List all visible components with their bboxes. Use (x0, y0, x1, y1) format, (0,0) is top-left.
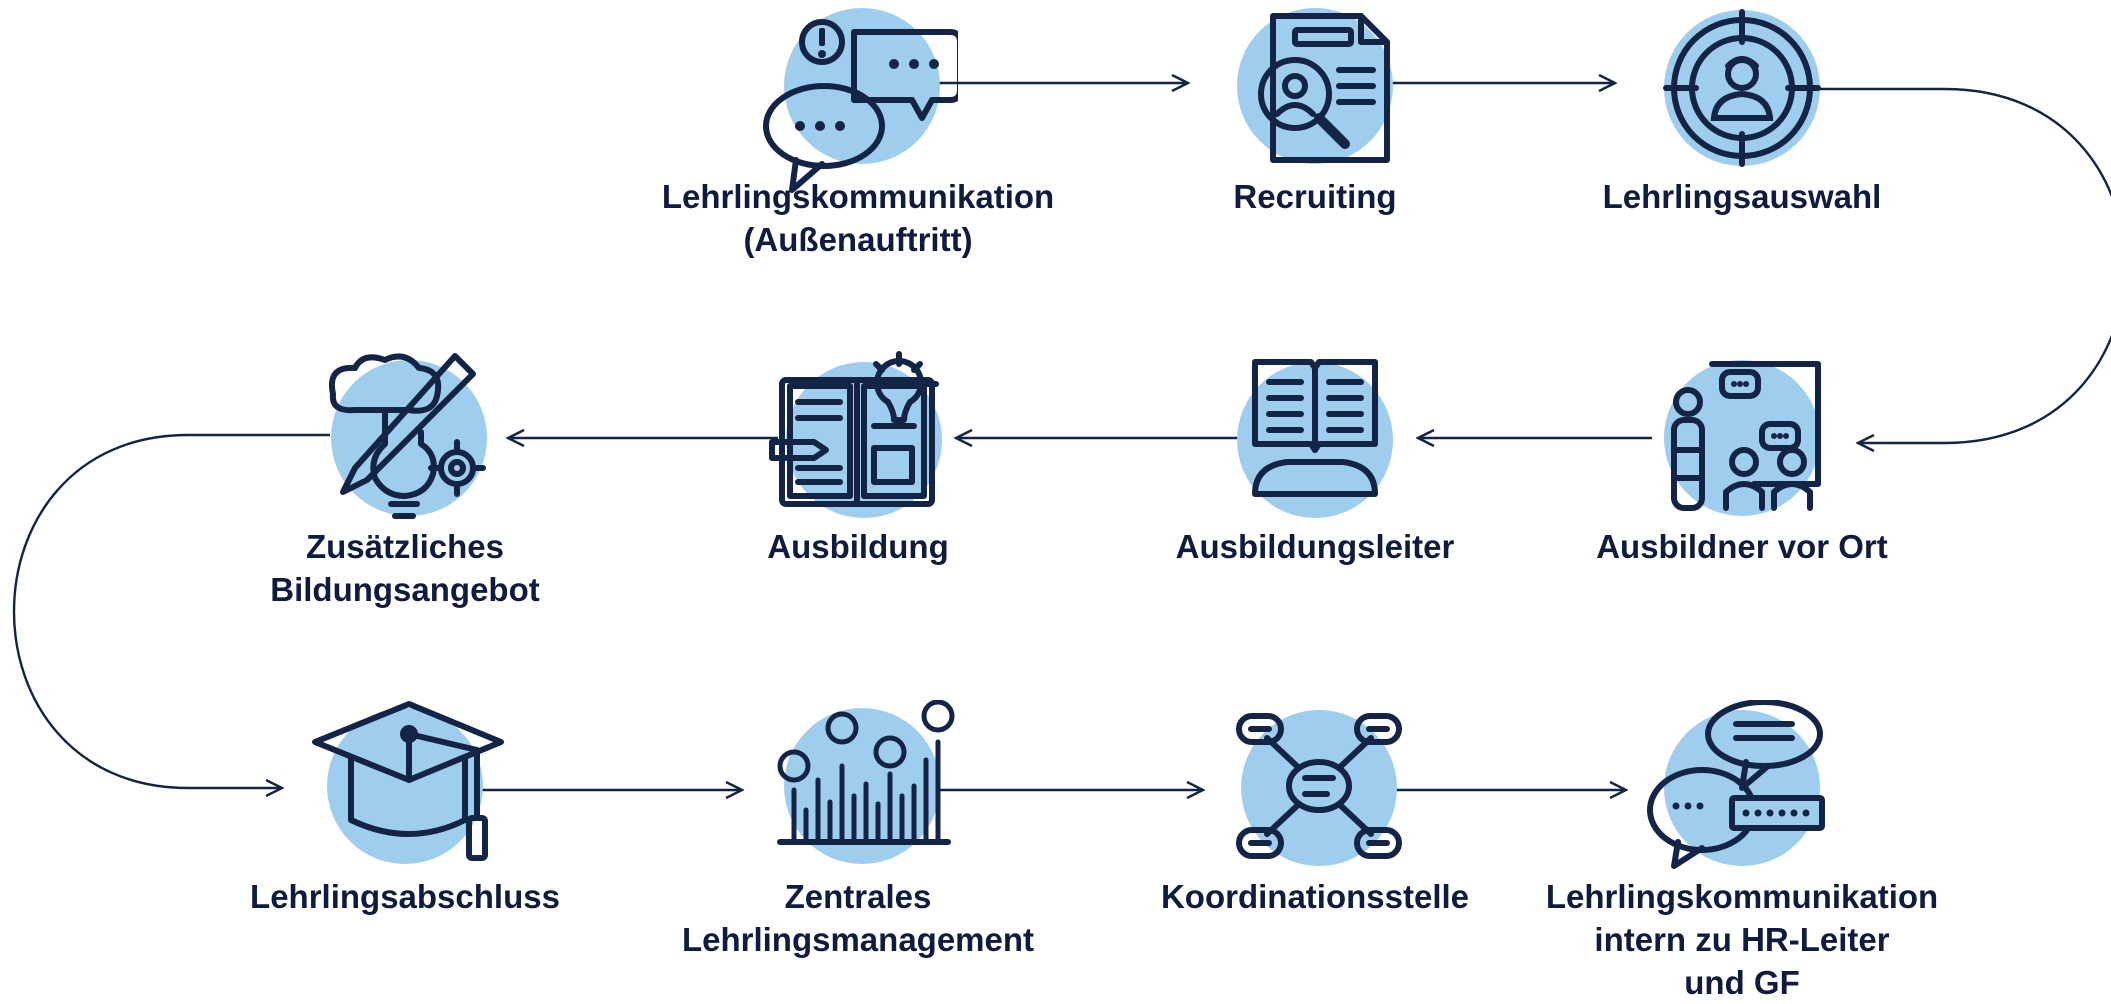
node-label: Recruiting (1085, 175, 1545, 218)
node-label: Lehrlingsauswahl (1512, 175, 1972, 218)
target-person-icon (1642, 0, 1842, 200)
node-label: Ausbildung (628, 525, 1088, 568)
people-chart-icon (758, 700, 958, 900)
node-label: Koordinationsstelle (1085, 875, 1545, 918)
label-line: Lehrlingsauswahl (1602, 178, 1882, 215)
label-line: Zentrales (784, 878, 932, 915)
label-line: Lehrlingsmanagement (681, 921, 1035, 958)
label-line: Ausbildung (767, 528, 949, 565)
book-reader-icon (1215, 350, 1415, 550)
label-line: Recruiting (1233, 178, 1397, 215)
label-line: Lehrlingskommunikation (661, 178, 1055, 215)
chat-messages-icon (1642, 700, 1842, 900)
node-label: Zentrales Lehrlingsmanagement (628, 875, 1088, 961)
node-label: Ausbildner vor Ort (1512, 525, 1972, 568)
document-search-icon (1215, 0, 1415, 200)
label-line: Ausbildungsleiter (1175, 528, 1455, 565)
node-label: Lehrlingskommunikation (Außenauftritt) (628, 175, 1088, 261)
label-line: intern zu HR-Leiter (1594, 921, 1890, 958)
presentation-group-icon (1642, 350, 1842, 550)
creative-bulb-icon (305, 350, 505, 550)
network-hub-icon (1215, 700, 1415, 900)
node-label: Zusätzliches Bildungsangebot (175, 525, 635, 611)
label-line: (Außenauftritt) (743, 221, 973, 258)
label-line: Zusätzliches (305, 528, 505, 565)
curve-auswahl-to-ausbildner (1805, 87, 2111, 443)
node-label: Lehrlingskommunikation intern zu HR-Leit… (1512, 875, 1972, 1004)
node-label: Ausbildungsleiter (1085, 525, 1545, 568)
curve-bildungsangebot-to-abschluss (13, 433, 330, 788)
graduation-cap-icon (305, 700, 505, 900)
label-line: und GF (1684, 964, 1800, 1001)
label-line: Lehrlingskommunikation (1545, 878, 1939, 915)
label-line: Ausbildner vor Ort (1596, 528, 1888, 565)
label-line: Lehrlingsabschluss (250, 878, 560, 915)
node-label: Lehrlingsabschluss (175, 875, 635, 918)
label-line: Koordinationsstelle (1160, 878, 1470, 915)
notebook-idea-icon (758, 350, 958, 550)
speech-bubbles-icon (758, 0, 958, 200)
label-line: Bildungsangebot (270, 571, 540, 608)
